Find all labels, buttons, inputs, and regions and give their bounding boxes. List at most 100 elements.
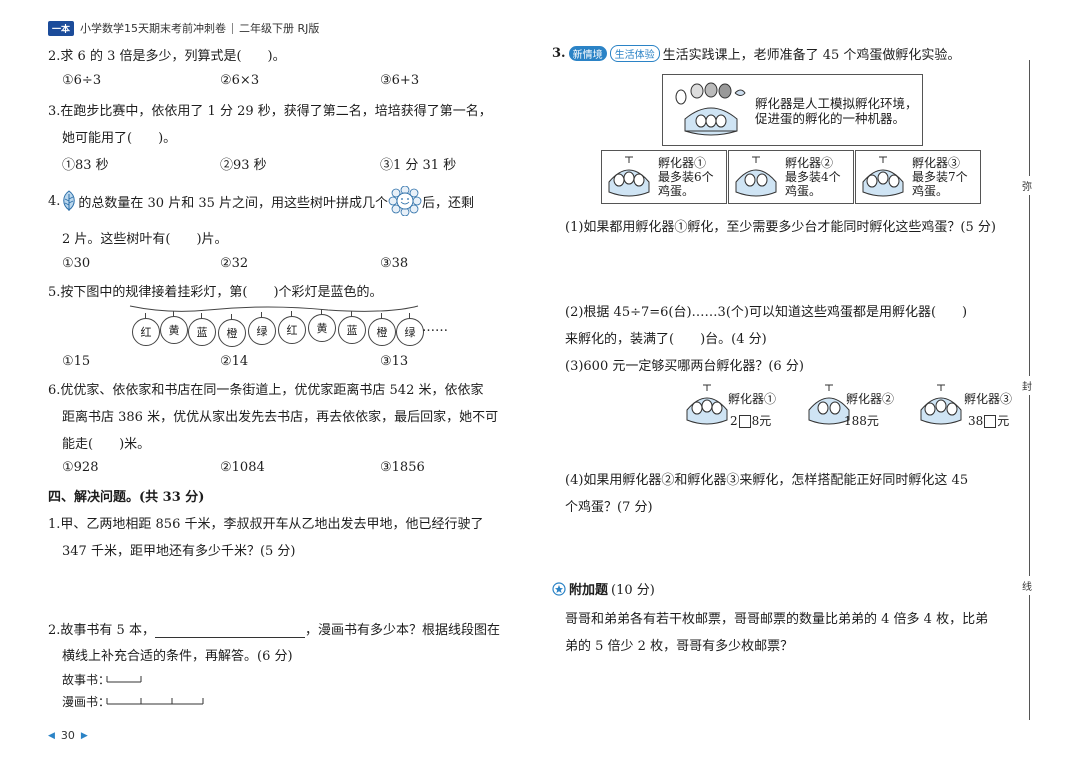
sub-question-4-line1: (4)如果用孵化器②和孵化器③来孵化，怎样搭配能正好同时孵化这 45 [565,473,969,488]
leaf-icon [63,190,76,211]
next-page-icon: ▶ [80,730,88,741]
q3-option-2: ②93 秒 [220,158,267,173]
lantern-3: 蓝 [188,313,216,346]
sub-question-3: (3)600 元一定够买哪两台孵化器？(6 分) [565,359,804,374]
inc2-unit: 鸡蛋。 [785,184,822,198]
question-4-line1: 4. 的总数量在 30 片和 35 片之间，用这些树叶拼成几个 后，还剩 [48,186,474,216]
q2-option-2: ②6×3 [220,73,260,88]
incubator-price-3-icon [920,384,962,425]
sub-question-2-line2: 来孵化的，装满了( )台。(4 分) [565,332,767,347]
prev-page-icon: ◀ [48,730,55,741]
problem-1-line2: 347 千米，距甲地还有多少千米？(5 分) [62,544,296,559]
price1-post: 8元 [751,414,772,428]
rq3-stem-text: 生活实践课上，老师准备了 45 个鸡蛋做孵化实验。 [662,48,961,63]
price1-pre: 2 [730,414,738,428]
binding-char-feng: 封 [1022,376,1032,395]
question-6-line1: 6.优优家、依依家和书店在同一条街道上，优优家距离书店 542 米，依依家 [48,383,484,398]
q5-option-1: ①15 [62,354,91,369]
price2-value: 188元 [844,414,879,428]
bonus-line1: 哥哥和弟弟各有若干枚邮票，哥哥邮票的数量比弟弟的 4 倍多 4 枚，比弟 [565,612,989,627]
incubator-2-box: 孵化器② 最多装4个 鸡蛋。 [728,150,854,204]
lantern-4: 橙 [218,314,246,347]
q3-option-3: ③1 分 31 秒 [380,158,457,173]
q6-option-2: ②1084 [220,460,265,475]
bonus-line2: 弟的 5 倍少 2 枚，哥哥有多少枚邮票？ [565,639,794,654]
lantern-7: 黄 [308,309,336,342]
tag-life-experience: 生活体验 [609,45,660,62]
question-2-stem: 2.求 6 的 3 倍是多少，列算式是( )。 [48,49,286,64]
inc2-capacity: 最多装4个 [785,170,841,184]
question-3-line2: 她可能用了( )。 [62,131,177,146]
q5-option-2: ②14 [220,354,249,369]
inc1-name: 孵化器① [658,156,707,170]
intro-line2: 促进蛋的孵化的一种机器。 [755,111,906,126]
price3-digit-box[interactable] [984,415,997,428]
lantern-2: 黄 [160,311,188,344]
inc3-name: 孵化器③ [912,156,961,170]
incubator-1-box: 孵化器① 最多装6个 鸡蛋。 [601,150,727,204]
problem-1-line1: 1.甲、乙两地相距 856 千米，李叔叔开车从乙地出发去甲地，他已经行驶了 [48,517,484,532]
lantern-9: 橙 [368,313,396,346]
question-4-line2: 2 片。这些树叶有( )片。 [62,232,228,247]
q6-option-3: ③1856 [380,460,425,475]
lantern-ellipsis: …… [422,320,448,335]
incubator-3-icon [862,156,904,197]
p2-post: ，漫画书有多少本？根据线段图在 [304,623,500,638]
incubator-3-box: 孵化器③ 最多装7个 鸡蛋。 [855,150,981,204]
incubator-intro-box: 孵化器是人工模拟孵化环境， 促进蛋的孵化的一种机器。 [662,74,923,146]
sun-flower-icon [388,186,422,216]
incubator-with-eggs-icon [675,82,746,136]
sub-question-4-line2: 个鸡蛋？(7 分) [565,500,653,515]
story-book-segment [106,676,142,683]
question-6-line3: 能走( )米。 [62,437,151,452]
page-header: 一本 小学数学15天期末考前冲刺卷 二年级下册 RJ版 [48,19,319,37]
page-number-text: 30 [60,729,75,742]
problem-2-line1: 2.故事书有 5 本， ，漫画书有多少本？根据线段图在 [48,619,500,638]
price-item-2: 孵化器② 188元 [806,380,916,430]
inc1-unit: 鸡蛋。 [658,184,695,198]
sub-question-1: (1)如果都用孵化器①孵化，至少需要多少台才能同时孵化这些鸡蛋？(5 分) [565,220,996,235]
p2-condition-blank[interactable] [154,623,305,638]
inc2-name: 孵化器② [785,156,834,170]
price1-digit-box[interactable] [738,415,751,428]
lantern-8: 蓝 [338,311,366,344]
price-item-3: 孵化器③ 38 元 [918,380,1026,430]
q4-mid-text: 的总数量在 30 片和 35 片之间，用这些树叶拼成几个 [78,195,389,211]
incubator-price-1-icon [686,384,728,425]
price1-name: 孵化器① [728,392,777,406]
price3-name: 孵化器③ [964,392,1013,406]
lantern-wire [129,305,419,312]
question-3-line1: 3.在跑步比赛中，依依用了 1 分 29 秒，获得了第二名，培培获得了第一名， [48,104,492,119]
price-item-1: 孵化器① 2 8元 [684,380,804,430]
publisher-logo: 一本 [48,20,75,36]
q6-option-1: ①928 [62,460,99,475]
right-question-3-stem: 3. 新情境 生活体验 生活实践课上，老师准备了 45 个鸡蛋做孵化实验。 [552,44,960,63]
section-4-heading: 四、解决问题。(共 33 分) [48,490,205,505]
price3-value: 38 元 [968,414,1009,428]
price3-pre: 38 [968,414,984,428]
lantern-5: 绿 [248,312,276,345]
question-6-line2: 距离书店 386 米，优优从家出发先去书店，再去依依家，最后回家，她不可 [62,410,499,425]
bonus-score: (10 分) [611,583,655,598]
lantern-6: 红 [278,311,306,344]
problem-2-line2: 横线上补充合适的条件，再解答。(6 分) [62,649,293,664]
price2-name: 孵化器② [846,392,895,406]
story-book-label: 故事书： [62,673,111,687]
bonus-heading: 附加题 (10 分) [552,579,655,598]
incubator-1-icon [608,156,650,197]
bonus-star-icon [552,581,566,596]
inc3-capacity: 最多装7个 [912,170,968,184]
q2-option-1: ①6÷3 [62,73,102,88]
q3-option-1: ①83 秒 [62,158,109,173]
incubator-2-icon [735,156,777,197]
binding-char-xian: 线 [1022,576,1032,595]
page-number: ◀ 30 ▶ [48,729,88,742]
q4-number: 4. [48,193,61,209]
q2-option-3: ③6+3 [380,73,420,88]
q4-option-3: ③38 [380,256,409,271]
price3-post: 元 [997,414,1010,428]
inc3-unit: 鸡蛋。 [912,184,949,198]
q4-option-1: ①30 [62,256,91,271]
incubator-price-2-icon [808,384,850,425]
inc1-capacity: 最多装6个 [658,170,714,184]
